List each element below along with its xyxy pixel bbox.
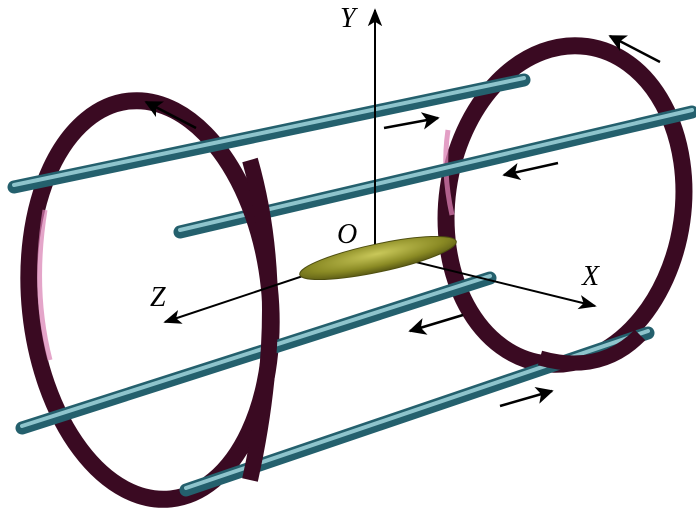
current-arrow-left-ring: [144, 100, 197, 130]
y-axis-label: Y: [340, 3, 359, 34]
current-arrow-right-ring: [608, 34, 661, 64]
ring-right-front-arc: [537, 329, 646, 371]
rod-lower-back: [15, 271, 497, 435]
atom-cloud-ellipsoid: [299, 235, 457, 281]
origin-label: O: [337, 219, 357, 250]
rod-upper-front: [7, 73, 531, 194]
current-arrow-lower-front-rod: [499, 386, 554, 408]
ring-right: [437, 37, 693, 373]
current-arrow-upper-front-rod: [383, 112, 440, 130]
current-arrows: [144, 34, 661, 408]
x-axis-label: X: [581, 261, 600, 292]
ring-left-front-arc: [242, 157, 278, 482]
current-arrow-lower-back-rod: [408, 313, 464, 335]
current-arrow-upper-back-rod: [502, 161, 559, 181]
z-axis-label: Z: [150, 282, 166, 313]
